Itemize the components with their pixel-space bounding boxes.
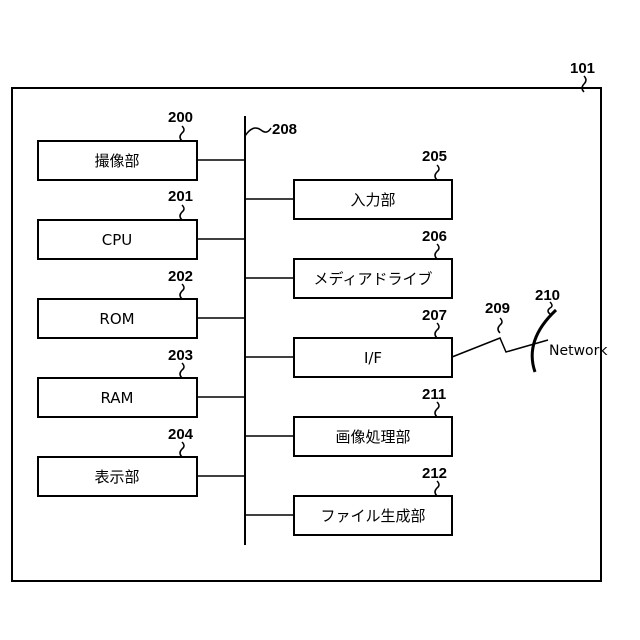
device-leader bbox=[582, 76, 586, 92]
block-media-drive: メディアドライブ 206 bbox=[245, 228, 452, 298]
block-ref: 211 bbox=[422, 386, 446, 403]
block-rom: ROM 202 bbox=[38, 268, 245, 338]
block-ref: 207 bbox=[422, 307, 447, 324]
block-cpu: CPU 201 bbox=[38, 188, 245, 259]
block-label: 入力部 bbox=[350, 191, 395, 209]
block-label: ROM bbox=[99, 310, 134, 328]
block-ref: 203 bbox=[168, 347, 193, 364]
network-ref: 210 bbox=[535, 287, 560, 304]
block-ref: 200 bbox=[168, 109, 193, 126]
bus-ref: 208 bbox=[272, 121, 297, 138]
block-label: CPU bbox=[102, 231, 133, 249]
block-ref: 206 bbox=[422, 228, 447, 245]
block-input-unit: 入力部 205 bbox=[245, 148, 452, 219]
bus-leader bbox=[245, 128, 271, 136]
block-ref: 205 bbox=[422, 148, 447, 165]
block-label: RAM bbox=[100, 389, 133, 407]
block-display-unit: 表示部 204 bbox=[38, 426, 245, 496]
block-file-generation-unit: ファイル生成部 212 bbox=[245, 465, 452, 535]
block-interface: I/F 207 bbox=[245, 307, 452, 377]
block-label: メディアドライブ bbox=[314, 270, 433, 288]
block-ref: 212 bbox=[422, 465, 447, 482]
block-ram: RAM 203 bbox=[38, 347, 245, 417]
block-label: I/F bbox=[364, 349, 382, 367]
link-leader bbox=[498, 318, 502, 333]
block-label: ファイル生成部 bbox=[320, 507, 425, 525]
block-image-processing-unit: 画像処理部 211 bbox=[245, 386, 452, 456]
block-ref: 201 bbox=[168, 188, 193, 205]
link-ref: 209 bbox=[485, 300, 510, 317]
network-label: Network bbox=[549, 343, 608, 359]
block-ref: 204 bbox=[168, 426, 194, 443]
block-imaging-unit: 撮像部 200 bbox=[38, 109, 245, 180]
block-label: 撮像部 bbox=[94, 152, 139, 170]
block-ref: 202 bbox=[168, 268, 193, 285]
block-label: 表示部 bbox=[94, 468, 139, 486]
device-ref: 101 bbox=[570, 60, 595, 77]
block-label: 画像処理部 bbox=[335, 428, 410, 446]
